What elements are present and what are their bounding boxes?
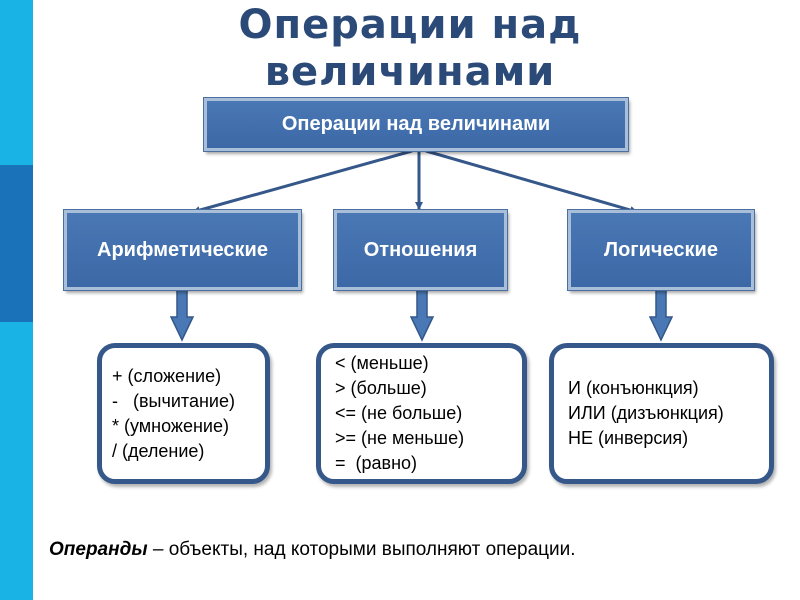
category-arithmetic: Арифметические	[64, 210, 301, 290]
list-item: НЕ (инверсия)	[568, 428, 689, 448]
list-item: = (равно)	[335, 453, 418, 473]
category-relations: Отношения	[334, 210, 507, 290]
list-item: > (больше)	[335, 378, 427, 398]
relation-operations-list: < (меньше) > (больше) <= (не больше) >= …	[316, 343, 527, 484]
operands-description: – объекты, над которыми выполняют операц…	[147, 539, 576, 560]
root-node-label: Операции над величинами	[281, 113, 551, 135]
arrow-arithmetic-to-list	[169, 289, 195, 342]
list-item: <= (не больше)	[335, 403, 463, 423]
list-item: И (конъюнкция)	[568, 378, 699, 398]
side-accent-bar-dark	[0, 165, 33, 322]
arrow-logical-to-list	[648, 289, 674, 342]
list-item: < (меньше)	[335, 353, 429, 373]
arithmetic-operations-list: + (сложение) - (вычитание) * (умножение)…	[97, 343, 270, 484]
operands-term: Операнды	[49, 539, 148, 560]
list-item: - (вычитание)	[112, 390, 235, 411]
connector-root-to-logical	[425, 149, 638, 214]
page-title-line-2: величинами	[264, 49, 556, 95]
list-item: ИЛИ (дизъюнкция)	[568, 403, 724, 423]
operands-definition: Операнды – объекты, над которыми выполня…	[49, 539, 576, 561]
category-logical-label: Логические	[604, 238, 718, 261]
list-item: * (умножение)	[112, 415, 229, 436]
logical-operations-list: И (конъюнкция) ИЛИ (дизъюнкция) НЕ (инве…	[549, 343, 774, 484]
root-node: Операции над величинами	[204, 98, 628, 151]
list-item: / (деление)	[112, 440, 205, 461]
arrow-relations-to-list	[409, 289, 435, 342]
list-item: + (сложение)	[112, 365, 222, 386]
list-item: >= (не меньше)	[335, 428, 465, 448]
page-title-line-1: Операции над	[238, 2, 582, 48]
category-arithmetic-label: Арифметические	[97, 238, 268, 261]
category-logical: Логические	[568, 210, 754, 290]
connector-root-to-arithmetic	[192, 149, 413, 214]
category-relations-label: Отношения	[363, 238, 478, 261]
page-title: Операции над величинами	[190, 2, 630, 96]
